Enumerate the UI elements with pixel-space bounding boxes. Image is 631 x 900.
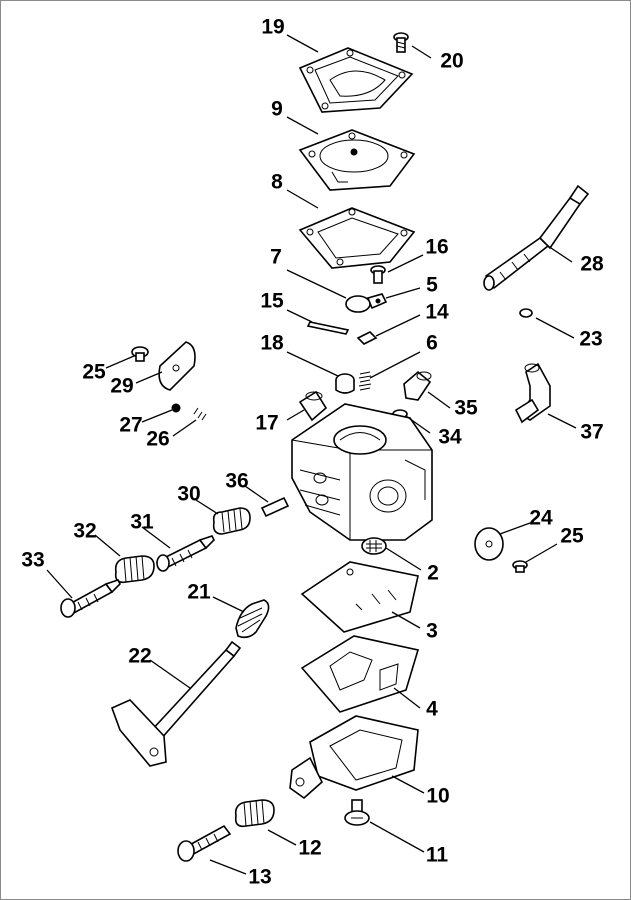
part-25-screw-left: [131, 346, 149, 362]
callout-5: 5: [426, 274, 438, 297]
callout-13: 13: [248, 866, 271, 889]
part-6-spring: [358, 371, 372, 391]
callout-14: 14: [425, 301, 449, 324]
part-20-screw: [393, 32, 409, 53]
callout-32: 32: [73, 520, 96, 543]
part-27-ball: [171, 403, 181, 413]
part-5-lever: [366, 293, 388, 310]
callout-36: 36: [225, 470, 248, 493]
part-18-plug: [335, 373, 355, 394]
part-22-shaft: [110, 640, 242, 767]
part-33-screw: [60, 579, 121, 618]
leader-lines: [46, 34, 577, 875]
callout-8: 8: [271, 171, 283, 194]
callout-18: 18: [260, 332, 284, 355]
callout-6: 6: [426, 332, 438, 355]
part-12-spring: [234, 799, 275, 828]
part-15-spindle: [306, 321, 350, 335]
callout-33: 33: [21, 549, 44, 572]
part-13-screw: [177, 824, 232, 862]
callout-7: 7: [270, 246, 282, 269]
callout-9: 9: [271, 98, 283, 121]
callout-31: 31: [130, 511, 154, 534]
part-26-spring: [193, 407, 207, 421]
part-4-diaphragm: [300, 635, 420, 713]
callout-27: 27: [119, 414, 142, 437]
callout-3: 3: [426, 620, 438, 643]
callout-10: 10: [426, 785, 449, 808]
callout-16: 16: [425, 236, 448, 259]
callout-34: 34: [438, 426, 462, 449]
callout-35: 35: [454, 397, 478, 420]
part-8-gasket: [298, 207, 416, 269]
callout-25-right: 25: [560, 525, 584, 548]
part-7-disc: [345, 295, 371, 313]
part-25-screw-right: [512, 560, 528, 573]
callout-26: 26: [146, 428, 169, 451]
part-23-ring: [519, 308, 533, 318]
part-11-screw: [344, 799, 370, 826]
part-36-pin: [260, 496, 290, 518]
callout-23: 23: [579, 328, 602, 351]
callout-30: 30: [177, 483, 200, 506]
part-28-tube: [483, 184, 590, 291]
part-10-cover: [289, 715, 419, 800]
callout-37: 37: [580, 421, 603, 444]
part-24-disc: [474, 527, 504, 561]
part-35-fitting: [403, 370, 432, 401]
callout-25-left: 25: [82, 361, 106, 384]
part-31-screw: [156, 535, 215, 572]
callout-17: 17: [255, 412, 278, 435]
part-30-spring: [212, 507, 251, 535]
part-29-disc: [158, 341, 196, 391]
callout-20: 20: [440, 50, 463, 73]
callout-12: 12: [298, 837, 321, 860]
callout-29: 29: [110, 375, 133, 398]
callout-19: 19: [261, 16, 284, 39]
callout-11: 11: [426, 844, 449, 867]
part-19-cover-plate: [298, 47, 414, 113]
callout-21: 21: [187, 581, 211, 604]
part-37-elbow: [514, 362, 551, 424]
callout-15: 15: [260, 290, 284, 313]
part-9-diaphragm: [298, 129, 416, 191]
callout-4: 4: [426, 698, 438, 721]
part-17-sleeve: [298, 390, 328, 422]
callout-24: 24: [529, 507, 553, 530]
callout-22: 22: [128, 645, 151, 668]
part-2-screen: [361, 537, 387, 555]
part-21-spring: [235, 599, 270, 639]
part-14-needle: [356, 331, 378, 345]
part-16-screw: [370, 265, 386, 284]
callout-28: 28: [580, 253, 604, 276]
callout-labels: 19 20 9 8 28 16 7 5 15 14 23 18 6 25 29 …: [21, 16, 604, 889]
carburetor-body: [291, 403, 433, 541]
callout-2: 2: [427, 562, 439, 585]
part-3-gasket: [300, 561, 419, 633]
part-32-spring: [114, 555, 155, 584]
